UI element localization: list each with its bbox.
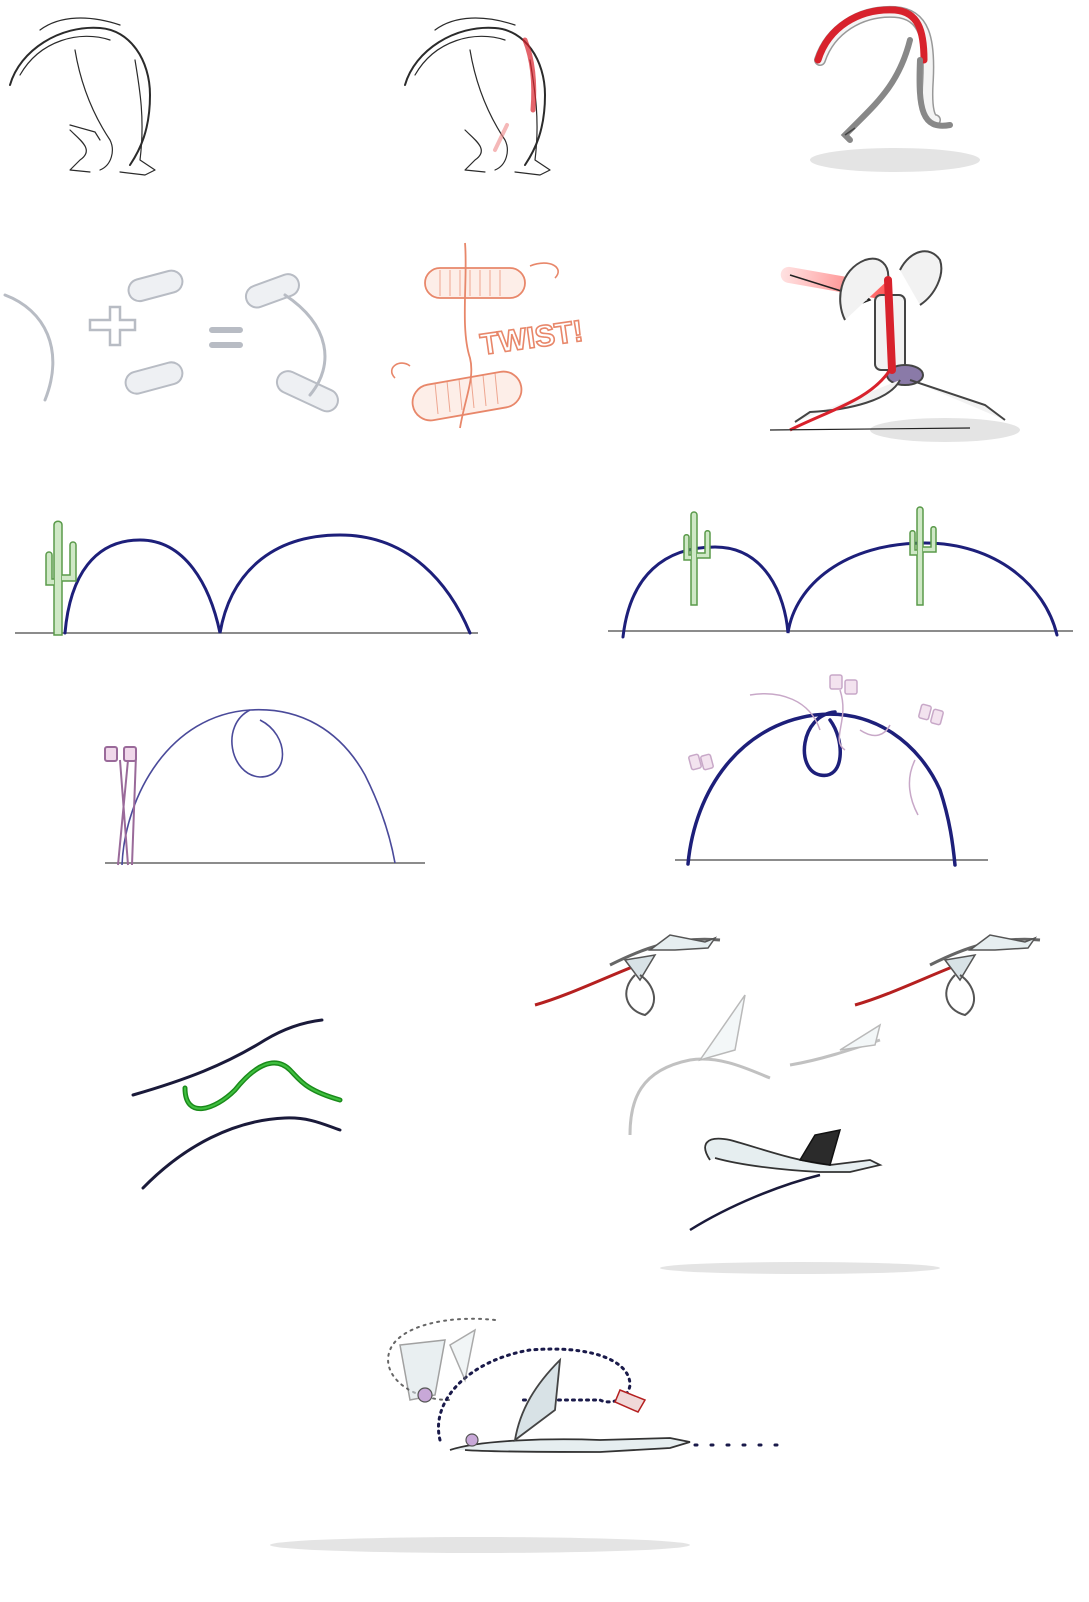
dragon-icon — [535, 935, 720, 1015]
stick-figure-icon — [105, 747, 136, 865]
row4-loop-left — [100, 695, 430, 875]
row5-dragon-motion — [530, 920, 1050, 1290]
corridor-green-stroke-drawing — [125, 1010, 355, 1200]
row5-stroke-corridor — [125, 1010, 355, 1200]
dragon-loop-composite-drawing — [250, 1300, 790, 1580]
dragon-icon — [855, 935, 1040, 1015]
arc-plus-cylinders-equals-bent-drawing — [0, 255, 360, 420]
dragon-icon — [690, 1130, 880, 1230]
twist-label: TWIST! — [478, 315, 585, 362]
lunge-rig-drawing — [770, 240, 1030, 450]
bouncing-arcs-left-drawing — [10, 515, 480, 645]
ghost-dragon-icon — [630, 995, 880, 1135]
row2-twist-sketch: TWIST! — [380, 238, 610, 438]
cat-sketch-highlighted-drawing — [395, 0, 580, 185]
bouncing-arcs-right-drawing — [605, 505, 1075, 645]
cactus-icon — [46, 521, 76, 635]
cactus-icon — [684, 507, 936, 605]
row1-sketch-highlight — [395, 0, 580, 185]
ghost-figure-icon — [688, 675, 943, 815]
twist-cylinders-drawing: TWIST! — [380, 238, 610, 438]
loop-arc-right-drawing — [670, 670, 990, 875]
loop-arc-left-drawing — [100, 695, 430, 875]
row6-dragon-composite — [250, 1300, 790, 1580]
ghost-dragon-icon — [400, 1330, 475, 1400]
rig-arc-drawing — [800, 0, 990, 185]
row3-hops-right — [605, 505, 1075, 645]
dragon-trajectories-drawing — [530, 920, 1050, 1290]
cat-sketch-drawing — [0, 0, 180, 185]
row2-pose-rig — [770, 240, 1030, 450]
dragon-icon — [418, 1360, 690, 1452]
row1-character-rig — [800, 0, 990, 185]
row3-hops-left — [10, 515, 480, 645]
row1-sketch-plain — [0, 0, 180, 185]
row2-cylinders-equation — [0, 255, 360, 420]
row4-loop-right — [670, 670, 990, 875]
